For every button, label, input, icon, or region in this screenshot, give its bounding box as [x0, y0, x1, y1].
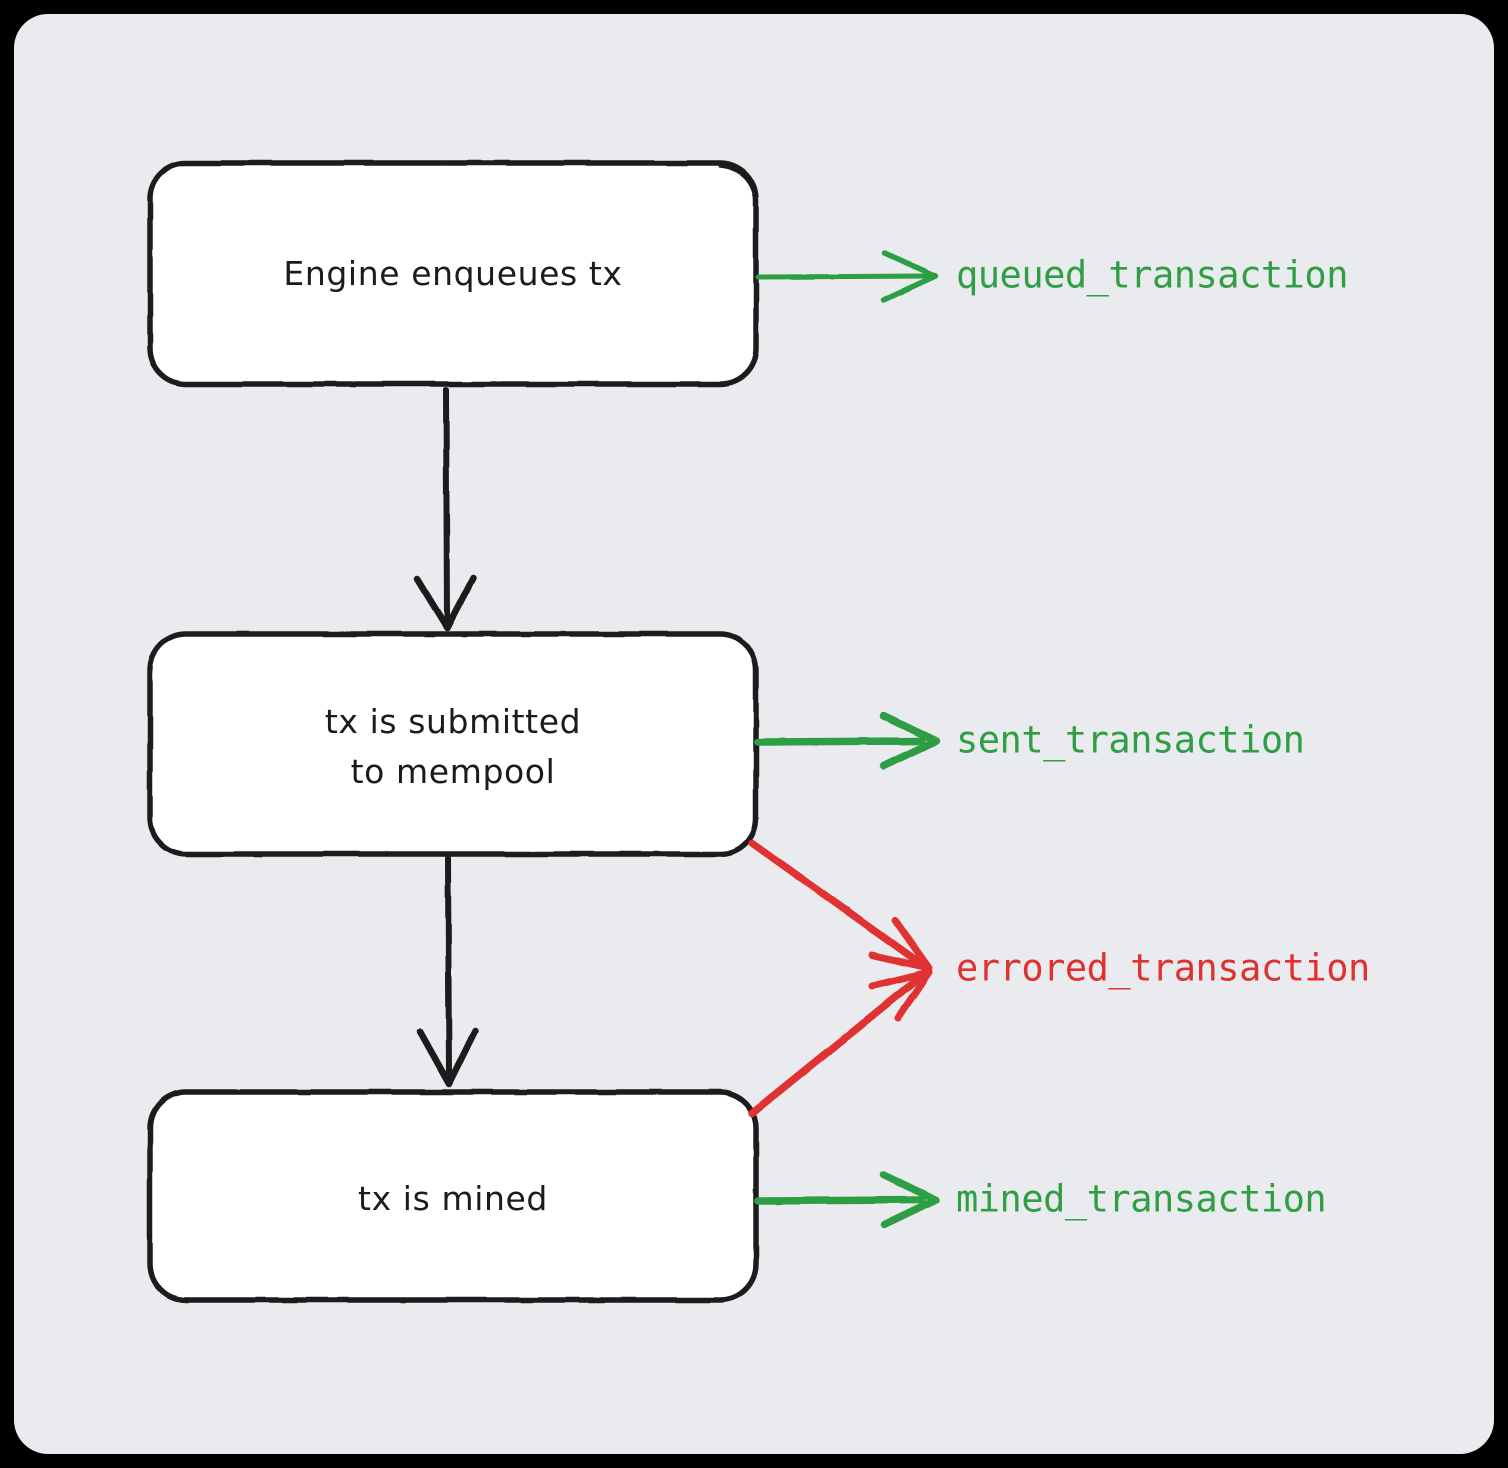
node-box-mined — [147, 1089, 759, 1303]
flow-arrow-enqueue-to-submit — [413, 387, 477, 632]
node-box-submit — [147, 631, 759, 857]
event-label-mined-transaction: mined_transaction — [956, 1178, 1326, 1222]
event-label-sent-transaction: sent_transaction — [956, 719, 1304, 763]
node-label-enqueue: Engine enqueues tx — [283, 254, 622, 293]
event-arrow-errored-from-mined — [748, 968, 933, 1117]
node-label-mined: tx is mined — [358, 1179, 548, 1218]
event-label-errored-transaction: errored_transaction — [956, 947, 1370, 991]
flow-arrow-submit-to-mined — [416, 855, 479, 1088]
node-label-mined-line1: tx is mined — [358, 1179, 548, 1218]
node-label-submit-line2: to mempool — [351, 752, 556, 791]
node-box-enqueue — [147, 160, 759, 387]
node-label-submit-line1: tx is submitted — [325, 702, 581, 741]
node-label-enqueue-line1: Engine enqueues tx — [283, 254, 622, 293]
event-label-queued-transaction: queued_transaction — [956, 254, 1348, 298]
event-arrow-sent — [754, 712, 940, 770]
event-arrow-errored-from-submit — [748, 839, 933, 972]
event-arrow-mined — [754, 1171, 940, 1229]
event-arrow-queued — [755, 250, 939, 303]
node-label-submit: tx is submitted to mempool — [325, 702, 581, 791]
